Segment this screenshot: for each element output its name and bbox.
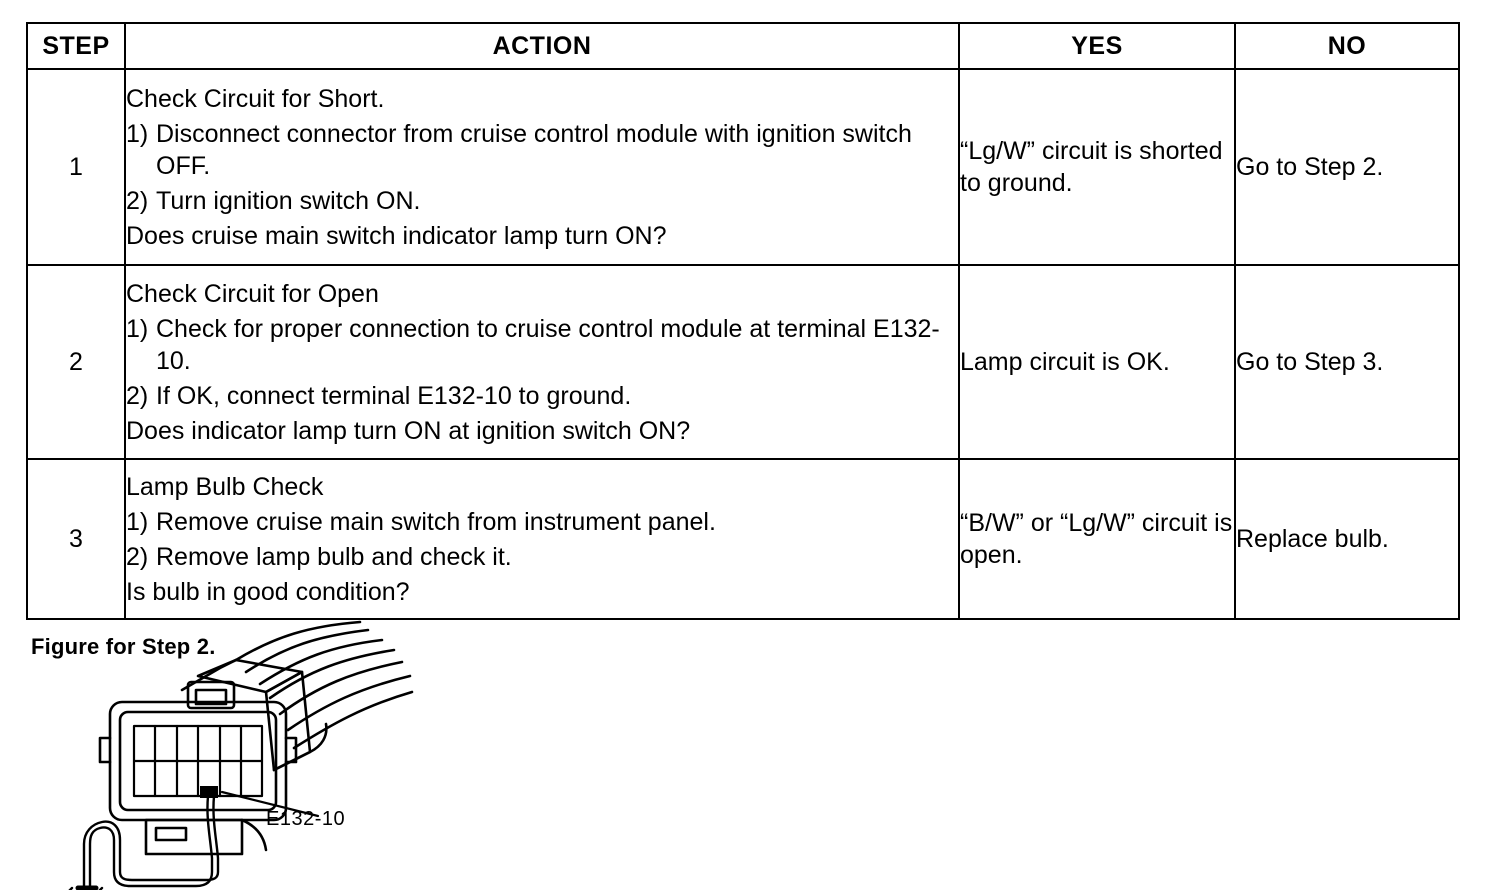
table-row: 1 Check Circuit for Short. 1) Disconnect… xyxy=(26,68,1460,266)
table-row: 3 Lamp Bulb Check 1) Remove cruise main … xyxy=(26,458,1460,620)
table-header-row: STEP ACTION YES NO xyxy=(26,22,1460,70)
substep-number: 2) xyxy=(126,381,149,410)
no-result: Replace bulb. xyxy=(1234,458,1460,620)
action-cell: Check Circuit for Short. 1) Disconnect c… xyxy=(124,68,960,266)
action-substep: 1) Disconnect connector from cruise cont… xyxy=(126,118,958,182)
column-header-yes: YES xyxy=(958,22,1236,70)
no-result: Go to Step 2. xyxy=(1234,68,1460,266)
no-result: Go to Step 3. xyxy=(1234,264,1460,460)
column-header-step: STEP xyxy=(26,22,126,70)
action-title: Check Circuit for Short. xyxy=(126,84,385,113)
substep-text: Check for proper connection to cruise co… xyxy=(156,314,940,375)
leader-line xyxy=(220,790,320,818)
step-number: 2 xyxy=(26,264,126,460)
yes-result: “Lg/W” circuit is shorted to ground. xyxy=(958,68,1236,266)
figure-for-step-2: Figure for Step 2. xyxy=(0,612,1504,892)
table-row: 2 Check Circuit for Open 1) Check for pr… xyxy=(26,264,1460,460)
column-header-no: NO xyxy=(1234,22,1460,70)
substep-text: Remove lamp bulb and check it. xyxy=(156,542,512,571)
substep-text: If OK, connect terminal E132-10 to groun… xyxy=(156,381,632,410)
action-substep: 2) If OK, connect terminal E132-10 to gr… xyxy=(126,380,958,412)
troubleshooting-table: STEP ACTION YES NO 1 Check Circuit for S… xyxy=(26,22,1460,620)
action-title: Check Circuit for Open xyxy=(126,279,379,308)
substep-number: 2) xyxy=(126,542,149,571)
action-substep: 2) Remove lamp bulb and check it. xyxy=(126,541,958,573)
terminal-id-label: E132-10 xyxy=(266,808,346,830)
connector-latch-icon xyxy=(186,680,236,710)
action-question: Does indicator lamp turn ON at ignition … xyxy=(126,416,691,445)
step-number: 3 xyxy=(26,458,126,620)
substep-number: 1) xyxy=(126,314,149,343)
ground-jumper-wire xyxy=(82,794,220,890)
action-cell: Lamp Bulb Check 1) Remove cruise main sw… xyxy=(124,458,960,620)
action-question: Does cruise main switch indicator lamp t… xyxy=(126,221,667,250)
action-substep: 2) Turn ignition switch ON. xyxy=(126,185,958,217)
yes-result: Lamp circuit is OK. xyxy=(958,264,1236,460)
action-cell: Check Circuit for Open 1) Check for prop… xyxy=(124,264,960,460)
yes-result: “B/W” or “Lg/W” circuit is open. xyxy=(958,458,1236,620)
substep-text: Remove cruise main switch from instrumen… xyxy=(156,507,716,536)
ground-symbol-icon xyxy=(68,885,104,890)
figure-caption: Figure for Step 2. xyxy=(31,634,216,659)
action-question: Is bulb in good condition? xyxy=(126,577,410,606)
substep-number: 1) xyxy=(126,119,149,148)
substep-text: Turn ignition switch ON. xyxy=(156,186,421,215)
connector-skirt xyxy=(144,818,268,856)
substep-text: Disconnect connector from cruise control… xyxy=(156,119,912,180)
action-substep: 1) Remove cruise main switch from instru… xyxy=(126,506,958,538)
step-number: 1 xyxy=(26,68,126,266)
terminal-pin-grid xyxy=(132,724,264,798)
connector-rear-body xyxy=(180,658,328,772)
substep-number: 2) xyxy=(126,186,149,215)
column-header-action: ACTION xyxy=(124,22,960,70)
connector-illustration xyxy=(68,620,414,890)
substep-number: 1) xyxy=(126,507,149,536)
action-substep: 1) Check for proper connection to cruise… xyxy=(126,313,958,377)
action-title: Lamp Bulb Check xyxy=(126,472,324,501)
